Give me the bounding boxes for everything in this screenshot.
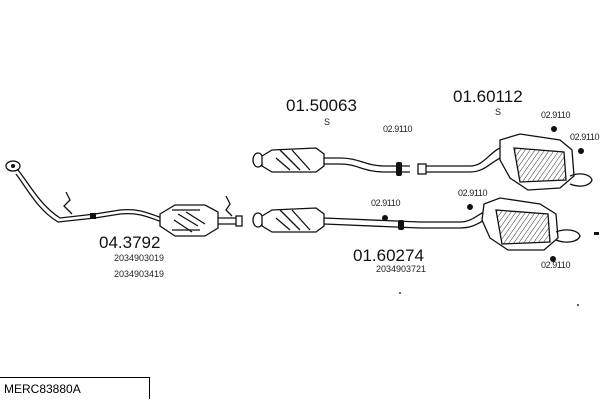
part-number-01-60274: 01.60274 [353,246,424,265]
edge-marker [594,232,599,235]
upper-rear-silencer [417,126,593,191]
front-pipe-assembly [5,160,243,237]
upper-middle-assembly [252,147,410,176]
part-number-01-60112: 01.60112 [453,87,523,106]
clamp-label: 02.9110 [541,110,571,120]
lower-rear-silencer [481,197,581,262]
part-note-s-01-60112: S [495,107,502,117]
clamp-label: 02.9110 [570,132,600,142]
clamp-label: 02.9110 [458,188,488,198]
clamp-label: 02.9110 [371,198,401,208]
part-note-s-01-50063: S [324,117,331,127]
part-ref-2034903019: 2034903019 [114,253,165,263]
part-ref-2034903419: 2034903419 [114,269,165,279]
clamp-label: 02.9110 [383,124,413,134]
clamp-label: 02.9110 [541,260,571,270]
part-number-01-50063: 01.50063 [286,96,357,115]
lower-middle-assembly [252,204,489,233]
diagram-code-box: MERC83880A [0,377,150,399]
diagram-code: MERC83880A [4,382,81,396]
part-number-04-3792: 04.3792 [99,233,161,252]
part-ref-2034903721: 2034903721 [376,264,427,274]
